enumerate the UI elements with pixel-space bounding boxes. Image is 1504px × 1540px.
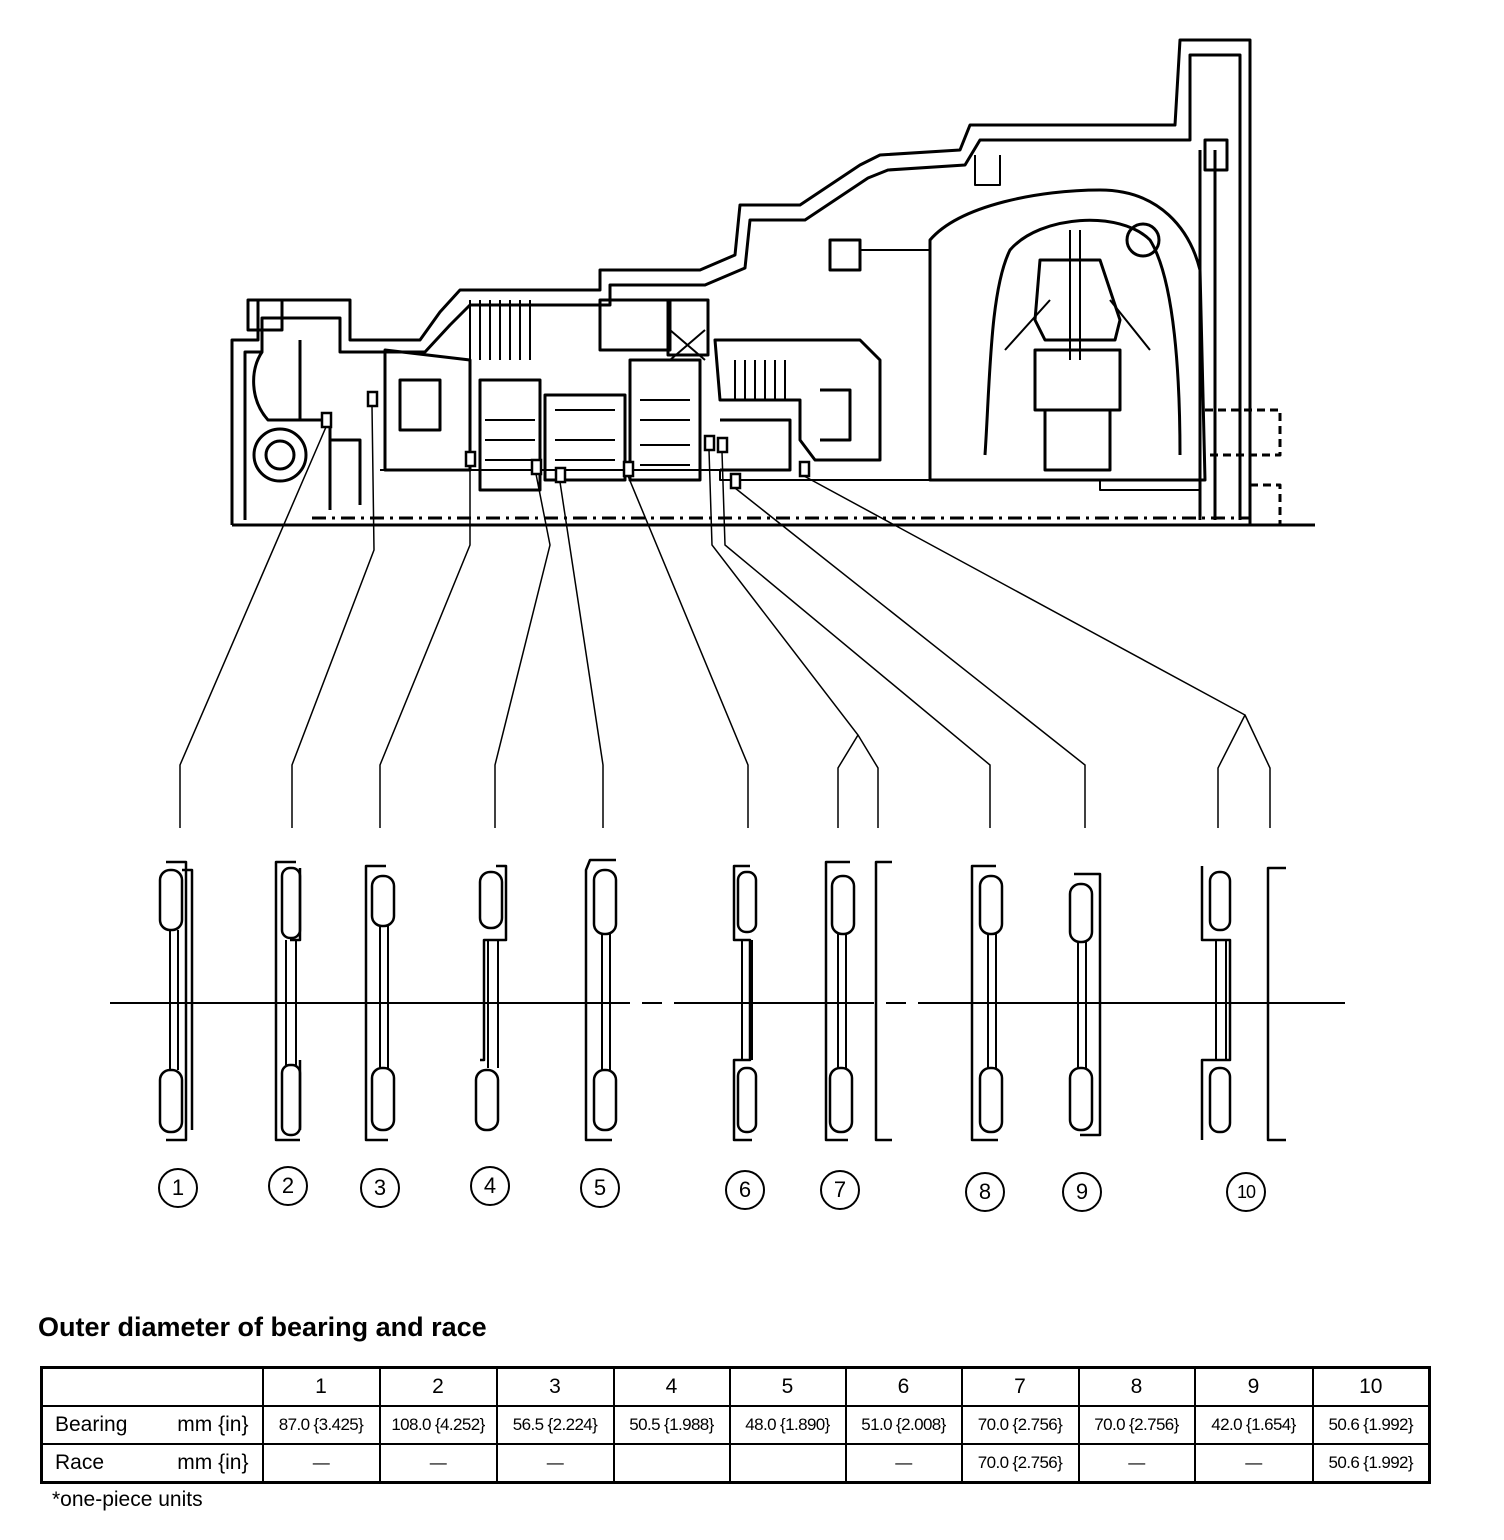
callout-number: 3 <box>360 1168 400 1208</box>
table-cell: 48.0 {1.890} <box>728 1405 847 1445</box>
table-cell: — <box>1077 1443 1196 1484</box>
table-cell: 50.6 {1.992} <box>1311 1443 1431 1484</box>
bearing-profile-6 <box>732 864 758 1142</box>
callout-number: 9 <box>1062 1172 1102 1212</box>
column-header: 3 <box>495 1366 615 1407</box>
transmission-housing <box>230 38 1315 527</box>
table-row-bearing: Bearing mm {in} 87.0 {3.425} 108.0 {4.252… <box>40 1405 1431 1445</box>
leader-lines <box>179 405 1271 828</box>
row-label: Race <box>55 1451 105 1474</box>
table-cell: 42.0 {1.654} <box>1193 1405 1314 1445</box>
bearing-profile-4 <box>474 864 508 1132</box>
column-header: 8 <box>1077 1366 1196 1407</box>
bearing-profile-3 <box>364 864 396 1142</box>
row-label: Bearing <box>55 1413 128 1436</box>
column-header: 10 <box>1311 1366 1431 1407</box>
row-unit: mm {in} <box>177 1451 249 1474</box>
bearing-profile-7 <box>824 860 892 1142</box>
bearing-profile-1 <box>158 860 194 1142</box>
footnote: *one-piece units <box>52 1488 203 1511</box>
callout-number: 1 <box>158 1168 198 1208</box>
bearing-profile-8 <box>970 864 1004 1142</box>
callout-number: 10 <box>1226 1172 1266 1212</box>
table-cell: — <box>378 1443 498 1484</box>
table-cell: 50.6 {1.992} <box>1311 1405 1431 1445</box>
table-cell: — <box>844 1443 963 1484</box>
table-row-race: Race mm {in} — — — — 70.0 {2.756} — — 50.… <box>40 1443 1431 1484</box>
bearing-profile-2 <box>274 860 302 1142</box>
callout-number: 6 <box>725 1170 765 1210</box>
column-header: 7 <box>960 1366 1080 1407</box>
callout-number: 7 <box>820 1170 860 1210</box>
column-header: 5 <box>728 1366 847 1407</box>
table-cell: 70.0 {2.756} <box>1077 1405 1196 1445</box>
table-cell: — <box>1193 1443 1314 1484</box>
table-title: Outer diameter of bearing and race <box>38 1312 487 1342</box>
table-cell <box>728 1443 847 1484</box>
table-cell: 56.5 {2.224} <box>495 1405 615 1445</box>
bearing-profile-5 <box>584 858 618 1142</box>
table-header-row: 1 2 3 4 5 6 7 8 9 10 <box>40 1366 1431 1407</box>
table-corner-cell <box>40 1366 264 1407</box>
transmission-cross-section-diagram <box>110 38 1345 1142</box>
callout-number: 8 <box>965 1172 1005 1212</box>
bearing-profile-10 <box>1200 866 1286 1142</box>
column-header: 9 <box>1193 1366 1314 1407</box>
table-cell: 50.5 {1.988} <box>612 1405 731 1445</box>
row-header: Bearing mm {in} <box>40 1405 264 1445</box>
callout-number: 2 <box>268 1166 308 1206</box>
callout-number: 4 <box>470 1166 510 1206</box>
column-header: 1 <box>261 1366 381 1407</box>
table-cell: — <box>495 1443 615 1484</box>
row-unit: mm {in} <box>177 1413 249 1436</box>
table-cell: 87.0 {3.425} <box>261 1405 381 1445</box>
row-header: Race mm {in} <box>40 1443 264 1484</box>
table-cell: 51.0 {2.008} <box>844 1405 963 1445</box>
bearing-profile-9 <box>1068 872 1102 1137</box>
column-header: 6 <box>844 1366 963 1407</box>
column-header: 4 <box>612 1366 731 1407</box>
table-cell <box>612 1443 731 1484</box>
callout-number: 5 <box>580 1168 620 1208</box>
column-header: 2 <box>378 1366 498 1407</box>
table-cell: 70.0 {2.756} <box>960 1405 1080 1445</box>
table-cell: 108.0 {4.252} <box>378 1405 498 1445</box>
bearing-race-diameter-table: 1 2 3 4 5 6 7 8 9 10 Bearing mm {in} 87.0… <box>40 1366 1431 1484</box>
bearing-profiles <box>158 858 1286 1142</box>
table-cell: 70.0 {2.756} <box>960 1443 1080 1484</box>
table-cell: — <box>261 1443 381 1484</box>
